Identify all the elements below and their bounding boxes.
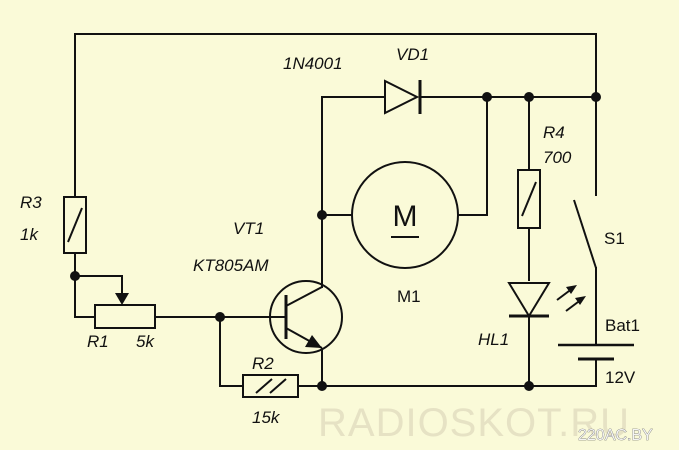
hl1-ref-label: HL1	[478, 330, 509, 349]
r4-value-label: 700	[543, 148, 572, 167]
led-hl1	[507, 282, 586, 318]
vd1-ref-label: VD1	[396, 45, 429, 64]
junction-dots	[70, 92, 601, 391]
switch-s1	[573, 199, 597, 269]
s1-ref-label: S1	[604, 229, 625, 248]
motor-m1: M	[351, 161, 459, 269]
r2-ref-label: R2	[252, 354, 274, 373]
resistor-r4	[517, 169, 541, 229]
battery-bat1	[558, 343, 634, 370]
bat1-value-label: 12V	[605, 368, 636, 387]
r1-ref-label: R1	[87, 332, 109, 351]
vd1-value-label: 1N4001	[283, 54, 343, 73]
r3-ref-label: R3	[20, 193, 42, 212]
potentiometer-r1	[94, 293, 156, 329]
transistor-vt1	[269, 280, 343, 386]
vt1-value-label: KT805AM	[193, 256, 269, 275]
r4-ref-label: R4	[543, 123, 565, 142]
r2-value-label: 15k	[252, 408, 281, 427]
bat1-ref-label: Bat1	[605, 316, 640, 335]
resistor-r3	[63, 196, 87, 254]
motor-symbol: M	[393, 200, 418, 233]
resistor-r2	[242, 374, 299, 398]
r1-value-label: 5k	[136, 332, 155, 351]
m1-ref-label: M1	[397, 287, 421, 306]
vt1-ref-label: VT1	[233, 219, 264, 238]
site-mark-text: 220AC.BY	[578, 427, 653, 444]
diode-vd1	[384, 79, 422, 115]
watermark-text: RADIOSKOT.RU	[318, 401, 630, 445]
r3-value-label: 1k	[20, 225, 39, 244]
